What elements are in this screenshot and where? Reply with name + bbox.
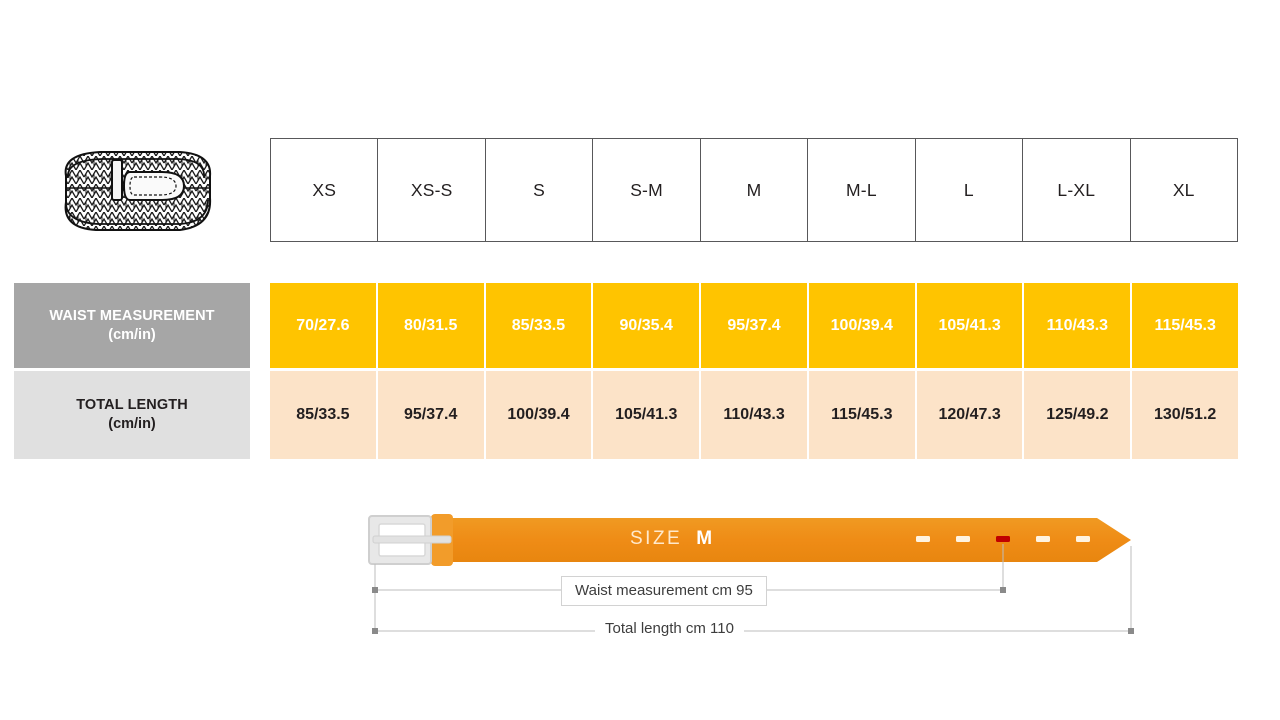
row-label-line2: (cm/in) [108, 416, 156, 432]
size-header-cell: S [486, 139, 594, 241]
table-cell: 105/41.3 [593, 371, 702, 459]
size-header-table: XS XS-S S S-M M M-L L L-XL XL [270, 138, 1238, 242]
waist-measurement-row-label: WAIST MEASUREMENT (cm/in) [14, 283, 250, 368]
table-cell: 130/51.2 [1132, 371, 1239, 459]
size-header-cell: L-XL [1023, 139, 1131, 241]
total-length-dimension-label: Total length cm 110 [595, 618, 744, 639]
table-cell: 110/43.3 [1024, 283, 1133, 368]
table-cell: 120/47.3 [916, 371, 1025, 459]
size-header-cell: XS [271, 139, 379, 241]
table-cell: 115/45.3 [808, 371, 917, 459]
table-cell: 95/37.4 [377, 371, 486, 459]
table-cell: 90/35.4 [593, 283, 702, 368]
table-cell: 100/39.4 [485, 371, 594, 459]
table-cell: 95/37.4 [701, 283, 809, 368]
table-cell: 125/49.2 [1024, 371, 1133, 459]
total-length-row-label: TOTAL LENGTH (cm/in) [14, 371, 250, 459]
table-cell: 85/33.5 [485, 283, 594, 368]
table-cell: 115/45.3 [1132, 283, 1239, 368]
row-label-line1: TOTAL LENGTH [76, 397, 188, 414]
table-cell: 80/31.5 [377, 283, 486, 368]
belt-dimension-diagram: SIZE M Waist measurement cm 95 Total len… [355, 500, 1155, 660]
size-header-cell: S-M [593, 139, 701, 241]
size-header-cell: M-L [808, 139, 916, 241]
waist-measurement-dimension-label: Waist measurement cm 95 [561, 576, 767, 606]
table-cell: 70/27.6 [270, 283, 378, 368]
size-header-cell: XS-S [378, 139, 486, 241]
table-cell: 100/39.4 [808, 283, 917, 368]
table-cell: 110/43.3 [701, 371, 809, 459]
row-label-line2: (cm/in) [108, 326, 156, 343]
size-header-cell: XL [1172, 179, 1195, 200]
table-cell: 105/41.3 [916, 283, 1025, 368]
size-header-cell: L [916, 139, 1024, 241]
size-header-cell: M [701, 139, 809, 241]
braided-belt-icon [52, 142, 222, 242]
row-label-line1: WAIST MEASUREMENT [49, 307, 215, 324]
table-cell: 85/33.5 [270, 371, 378, 459]
total-length-row: 85/33.5 95/37.4 100/39.4 105/41.3 110/43… [270, 371, 1239, 459]
waist-measurement-row: 70/27.6 80/31.5 85/33.5 90/35.4 95/37.4 … [270, 283, 1239, 368]
